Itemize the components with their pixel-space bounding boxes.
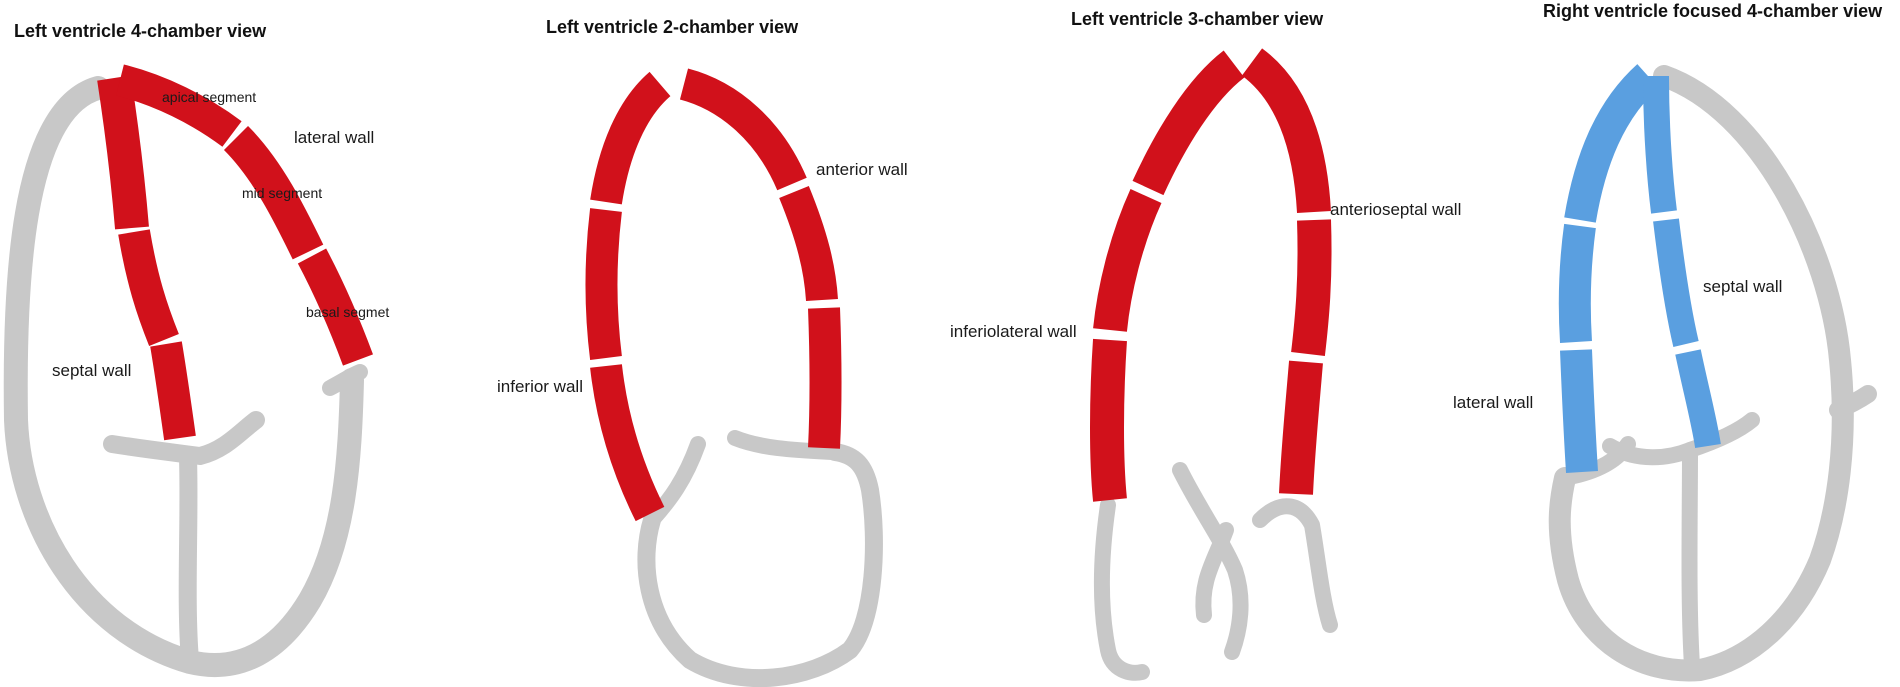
panel-2-red-segments [585,68,842,522]
panel-1-title: Left ventricle 4-chamber view [14,21,267,41]
panel-3-title: Left ventricle 3-chamber view [1071,9,1324,29]
panel-1-gray-myocardium [3,76,368,678]
panel-4-blue-segments [1558,64,1721,473]
anterior-wall-label: anterior wall [816,160,908,179]
basal-segment-label: basal segmet [306,304,389,320]
mid-segment-label: mid segment [242,185,322,201]
panel-lv-2-chamber: Left ventricle 2-chamber view anterior w… [497,17,908,687]
panel-3-gray-myocardium [1094,462,1338,681]
panel-lv-4-chamber: Left ventricle 4-chamber view apical seg… [3,21,389,678]
septal-wall-label: septal wall [52,361,131,380]
apical-segment-label: apical segment [162,89,256,105]
rv-lateral-wall-label: lateral wall [1453,393,1533,412]
panel-4-title: Right ventricle focused 4-chamber view [1543,1,1883,21]
panel-2-gray-myocardium [637,430,883,687]
anterioseptal-wall-label: anterioseptal wall [1330,200,1461,219]
inferiolateral-wall-label: inferiolateral wall [950,322,1077,341]
rv-septal-wall-label: septal wall [1703,277,1782,296]
panel-rv-4-chamber: Right ventricle focused 4-chamber view s… [1453,1,1883,682]
panel-3-red-segments [1090,48,1332,502]
inferior-wall-label: inferior wall [497,377,583,396]
panel-lv-3-chamber: Left ventricle 3-chamber view anteriosep… [950,9,1461,681]
panel-1-red-segments [97,64,373,441]
lateral-wall-label: lateral wall [294,128,374,147]
panel-4-gray-myocardium [1548,65,1877,682]
panel-2-title: Left ventricle 2-chamber view [546,17,799,37]
